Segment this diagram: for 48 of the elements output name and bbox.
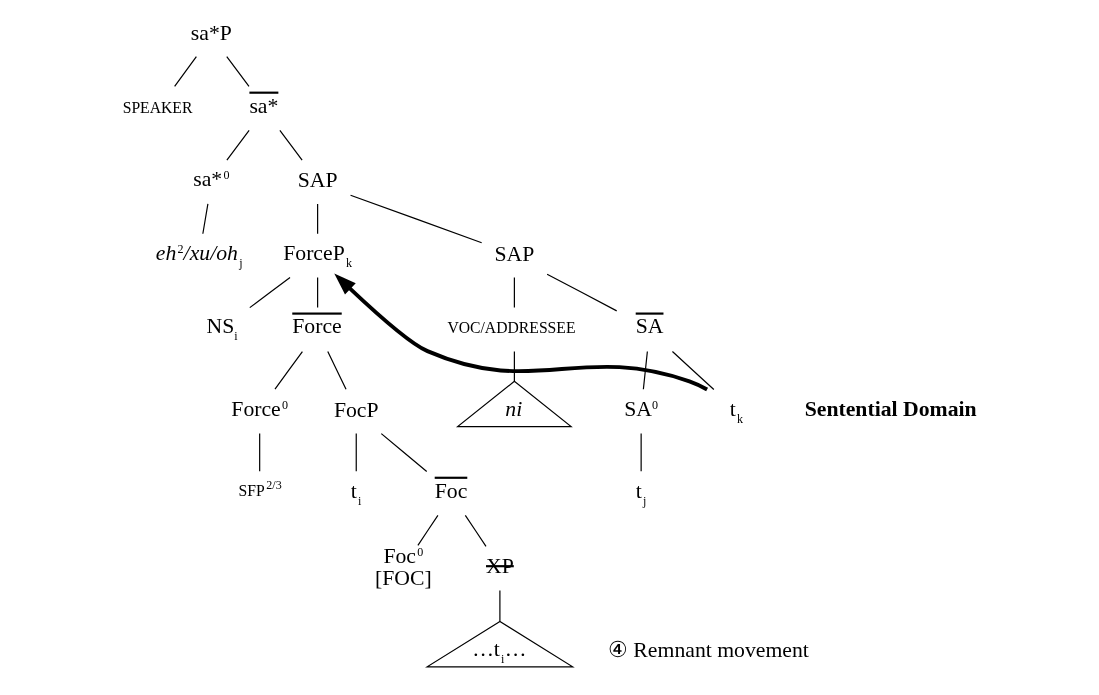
connector xyxy=(416,514,438,546)
connector xyxy=(498,589,500,623)
node-text: t$_{j}$ xyxy=(635,478,646,508)
node-text: XP xyxy=(485,553,514,578)
node-text: FocP xyxy=(333,397,379,422)
node-text: SA$^{0}$ xyxy=(623,396,658,421)
connector xyxy=(513,276,515,308)
node-text: Foc$^{0}$ [FOC] xyxy=(374,543,432,590)
connector xyxy=(316,276,318,308)
node-text: ForceP$_{k}$ xyxy=(282,240,352,270)
connector xyxy=(671,350,714,391)
connector xyxy=(546,273,617,312)
node-text: eh$^{2}$/xu/oh$_{j}$ xyxy=(155,240,243,270)
node-text: t$_{i}$ xyxy=(350,478,361,508)
connector xyxy=(273,350,303,390)
connector xyxy=(380,433,427,473)
connector xyxy=(278,129,303,161)
connector xyxy=(326,350,347,390)
node-text: NS$_{i}$ xyxy=(206,314,238,344)
connector xyxy=(464,514,487,547)
node-text: SAP xyxy=(493,242,534,267)
node-text: SPEAKER xyxy=(122,98,192,116)
label: Sentential Domain xyxy=(804,396,977,421)
label: ④ Remnant movement xyxy=(607,638,809,663)
node-text: SAP xyxy=(297,168,338,193)
node-text: SFP$^{2/3}$ xyxy=(238,478,282,500)
connector xyxy=(640,433,642,472)
connector xyxy=(316,203,318,235)
node-text: Foc xyxy=(434,478,467,503)
connector xyxy=(201,203,208,235)
connector xyxy=(225,56,250,88)
connector xyxy=(258,433,260,472)
connector xyxy=(248,276,291,309)
connector xyxy=(355,433,357,472)
arrow xyxy=(333,273,708,392)
connector xyxy=(225,129,250,161)
connector xyxy=(173,56,197,88)
node-text: VOC/ADDRESSEE xyxy=(446,319,576,337)
connector xyxy=(642,350,648,390)
node-text: t$_{k}$ xyxy=(729,396,743,426)
node-text: Force$^{0}$ xyxy=(230,396,288,421)
connector xyxy=(349,194,482,244)
node-text: sa*P xyxy=(190,21,232,46)
node-text: Force xyxy=(291,314,342,339)
node-text: sa*$^{0}$ xyxy=(192,167,229,192)
node-text: sa* xyxy=(248,93,278,118)
connector xyxy=(513,350,515,382)
node-text: SA xyxy=(635,314,663,339)
